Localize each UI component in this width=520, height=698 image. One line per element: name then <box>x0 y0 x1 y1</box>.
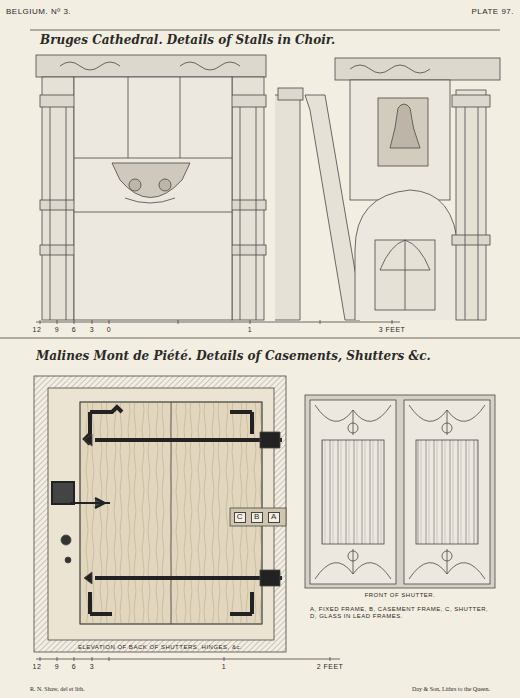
plate-number: PLATE 97. <box>471 8 514 17</box>
callout-letter: B <box>251 512 263 523</box>
scale-number: 6 <box>72 326 76 334</box>
scale-number: 12 <box>33 326 42 334</box>
scale-number: 1 <box>222 663 226 671</box>
section-title: Malines Mont de Piété. Details of Caseme… <box>36 350 431 363</box>
scale-number: 9 <box>55 663 59 671</box>
scale-number: 6 <box>72 663 76 671</box>
scale-unit: 2 FEET <box>317 663 344 671</box>
scale-number: 3 <box>90 663 94 671</box>
credit-line: Day & Son, Lithrs to the Queen. <box>412 686 490 693</box>
scale-number: 3 <box>90 326 94 334</box>
credit-line: R. N. Shaw, del et lith. <box>30 686 84 693</box>
callout-letter: C <box>234 512 246 523</box>
view-caption: ELEVATION OF BACK OF SHUTTERS, HINGES, &… <box>78 644 242 651</box>
plate-series: BELGIUM. Nº 3. <box>6 8 71 17</box>
section-title: Bruges Cathedral. Details of Stalls in C… <box>40 34 335 47</box>
scale-number: 12 <box>33 663 42 671</box>
callout-letter: A <box>268 512 280 523</box>
scale-number: 9 <box>55 326 59 334</box>
key-note: A, FIXED FRAME, B, CASEMENT FRAME, C, SH… <box>310 606 490 619</box>
scale-number: 0 <box>107 326 111 334</box>
scale-unit: 3 FEET <box>379 326 406 334</box>
scale-number: 1 <box>248 326 252 334</box>
view-caption: FRONT OF SHUTTER. <box>365 592 436 599</box>
